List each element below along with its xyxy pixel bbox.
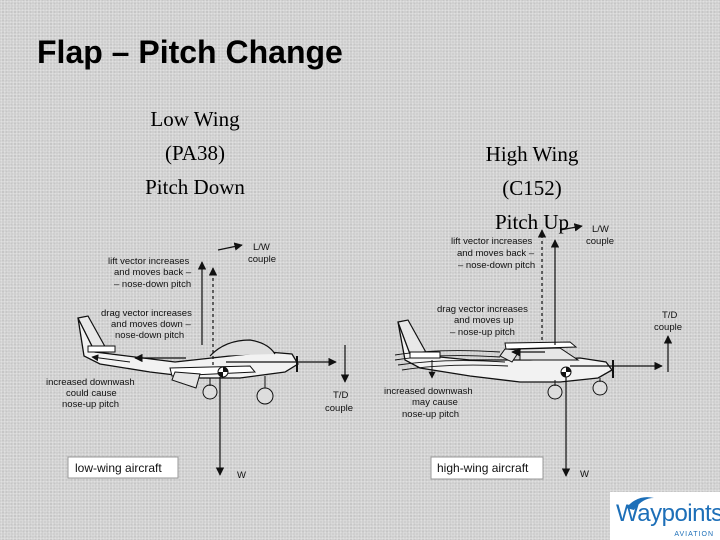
- low-wing-lift-text-2: and moves back –: [114, 267, 192, 278]
- high-wing-downwash-text-1: increased downwash: [384, 386, 473, 397]
- high-wing-drag-text-1: drag vector increases: [437, 304, 528, 315]
- high-wing-downwash-lines: [394, 350, 509, 371]
- low-wing-drag-text-1: drag vector increases: [101, 308, 192, 319]
- low-wing-downwash-arrow: [91, 354, 131, 363]
- high-wing-downwash-text-3: nose-up pitch: [402, 409, 459, 420]
- low-wing-box: [67, 456, 179, 479]
- slide-title: Flap – Pitch Change: [37, 34, 343, 70]
- logo-wordmark: Waypoints: [616, 500, 720, 527]
- low-wing-downwash-text-1: increased downwash: [46, 377, 135, 388]
- low-wing-lw-couple: couple: [248, 254, 276, 265]
- low-wing-w-label: W: [237, 470, 246, 481]
- low-wing-nose-gear: [256, 387, 274, 405]
- high-wing-w-label: W: [580, 469, 589, 480]
- high-wing-lw-couple: couple: [586, 236, 614, 247]
- waypoints-logo: Waypoints AVIATION: [610, 492, 720, 540]
- high-wing-td-label: T/D: [662, 310, 677, 321]
- low-wing-downwash-text-2: could cause: [66, 388, 117, 399]
- high-wing-wing: [504, 341, 578, 350]
- high-wing-caption-line1: High Wing: [485, 142, 579, 166]
- low-wing-canopy: [209, 339, 276, 357]
- low-wing-lift-text-1: lift vector increases: [108, 256, 190, 267]
- high-wing-drag-text-2: and moves up: [454, 315, 514, 326]
- high-wing-td-couple: couple: [654, 322, 682, 333]
- low-wing-td-label: T/D: [333, 390, 348, 401]
- logo-subtitle: AVIATION: [674, 531, 714, 538]
- high-wing-lw-arrow: [559, 223, 583, 232]
- low-wing-drag-text-3: nose-down pitch: [115, 330, 184, 341]
- high-wing-lift-text-2: and moves back –: [457, 248, 535, 259]
- low-wing-fuselage: [77, 317, 299, 379]
- low-wing-caption: Low Wing (PA38) Pitch Down: [105, 102, 285, 204]
- low-wing-box-label: low-wing aircraft: [75, 461, 162, 475]
- low-wing-caption-line1: Low Wing: [150, 107, 240, 131]
- low-wing-drag-text-2: and moves down –: [111, 319, 191, 330]
- low-wing-lift-text-3: – nose-down pitch: [114, 279, 191, 290]
- high-wing-caption-line2: (C152): [502, 176, 562, 200]
- high-wing-lw-label: L/W: [592, 224, 609, 235]
- low-wing-main-gear: [202, 384, 218, 400]
- low-wing-flap: [171, 371, 201, 389]
- high-wing-diagram: L/W couple lift vector increases and mov…: [384, 223, 682, 480]
- low-wing-lw-arrow: [217, 242, 243, 251]
- high-wing-nose-gear: [592, 380, 608, 396]
- high-wing-lift-text-3: – nose-down pitch: [458, 260, 535, 271]
- low-wing-diagram: L/W couple lift vector increases and mov…: [46, 242, 353, 481]
- low-wing-caption-line3: Pitch Down: [145, 175, 245, 199]
- low-wing-downwash-text-3: nose-up pitch: [62, 399, 119, 410]
- high-wing-caption-line3: Pitch Up: [494, 210, 570, 234]
- high-wing-box-label: high-wing aircraft: [437, 461, 529, 475]
- low-wing-caption-line2: (PA38): [165, 141, 225, 165]
- high-wing-main-gear: [547, 384, 563, 400]
- high-wing-stabilizer: [409, 351, 441, 359]
- high-wing-fuselage: [397, 321, 613, 383]
- low-wing-stabilizer: [87, 345, 116, 353]
- high-wing-drag-text-3: – nose-up pitch: [450, 327, 515, 338]
- high-wing-downwash-text-2: may cause: [412, 397, 458, 408]
- high-wing-box: [430, 456, 544, 480]
- high-wing-caption: High Wing (C152) Pitch Up: [442, 137, 622, 239]
- low-wing-td-couple: couple: [325, 403, 353, 414]
- low-wing-lw-label: L/W: [253, 242, 270, 253]
- logo-bird-icon: [626, 497, 654, 510]
- high-wing-lift-text-1: lift vector increases: [451, 236, 533, 247]
- high-wing-cabin: [519, 347, 580, 361]
